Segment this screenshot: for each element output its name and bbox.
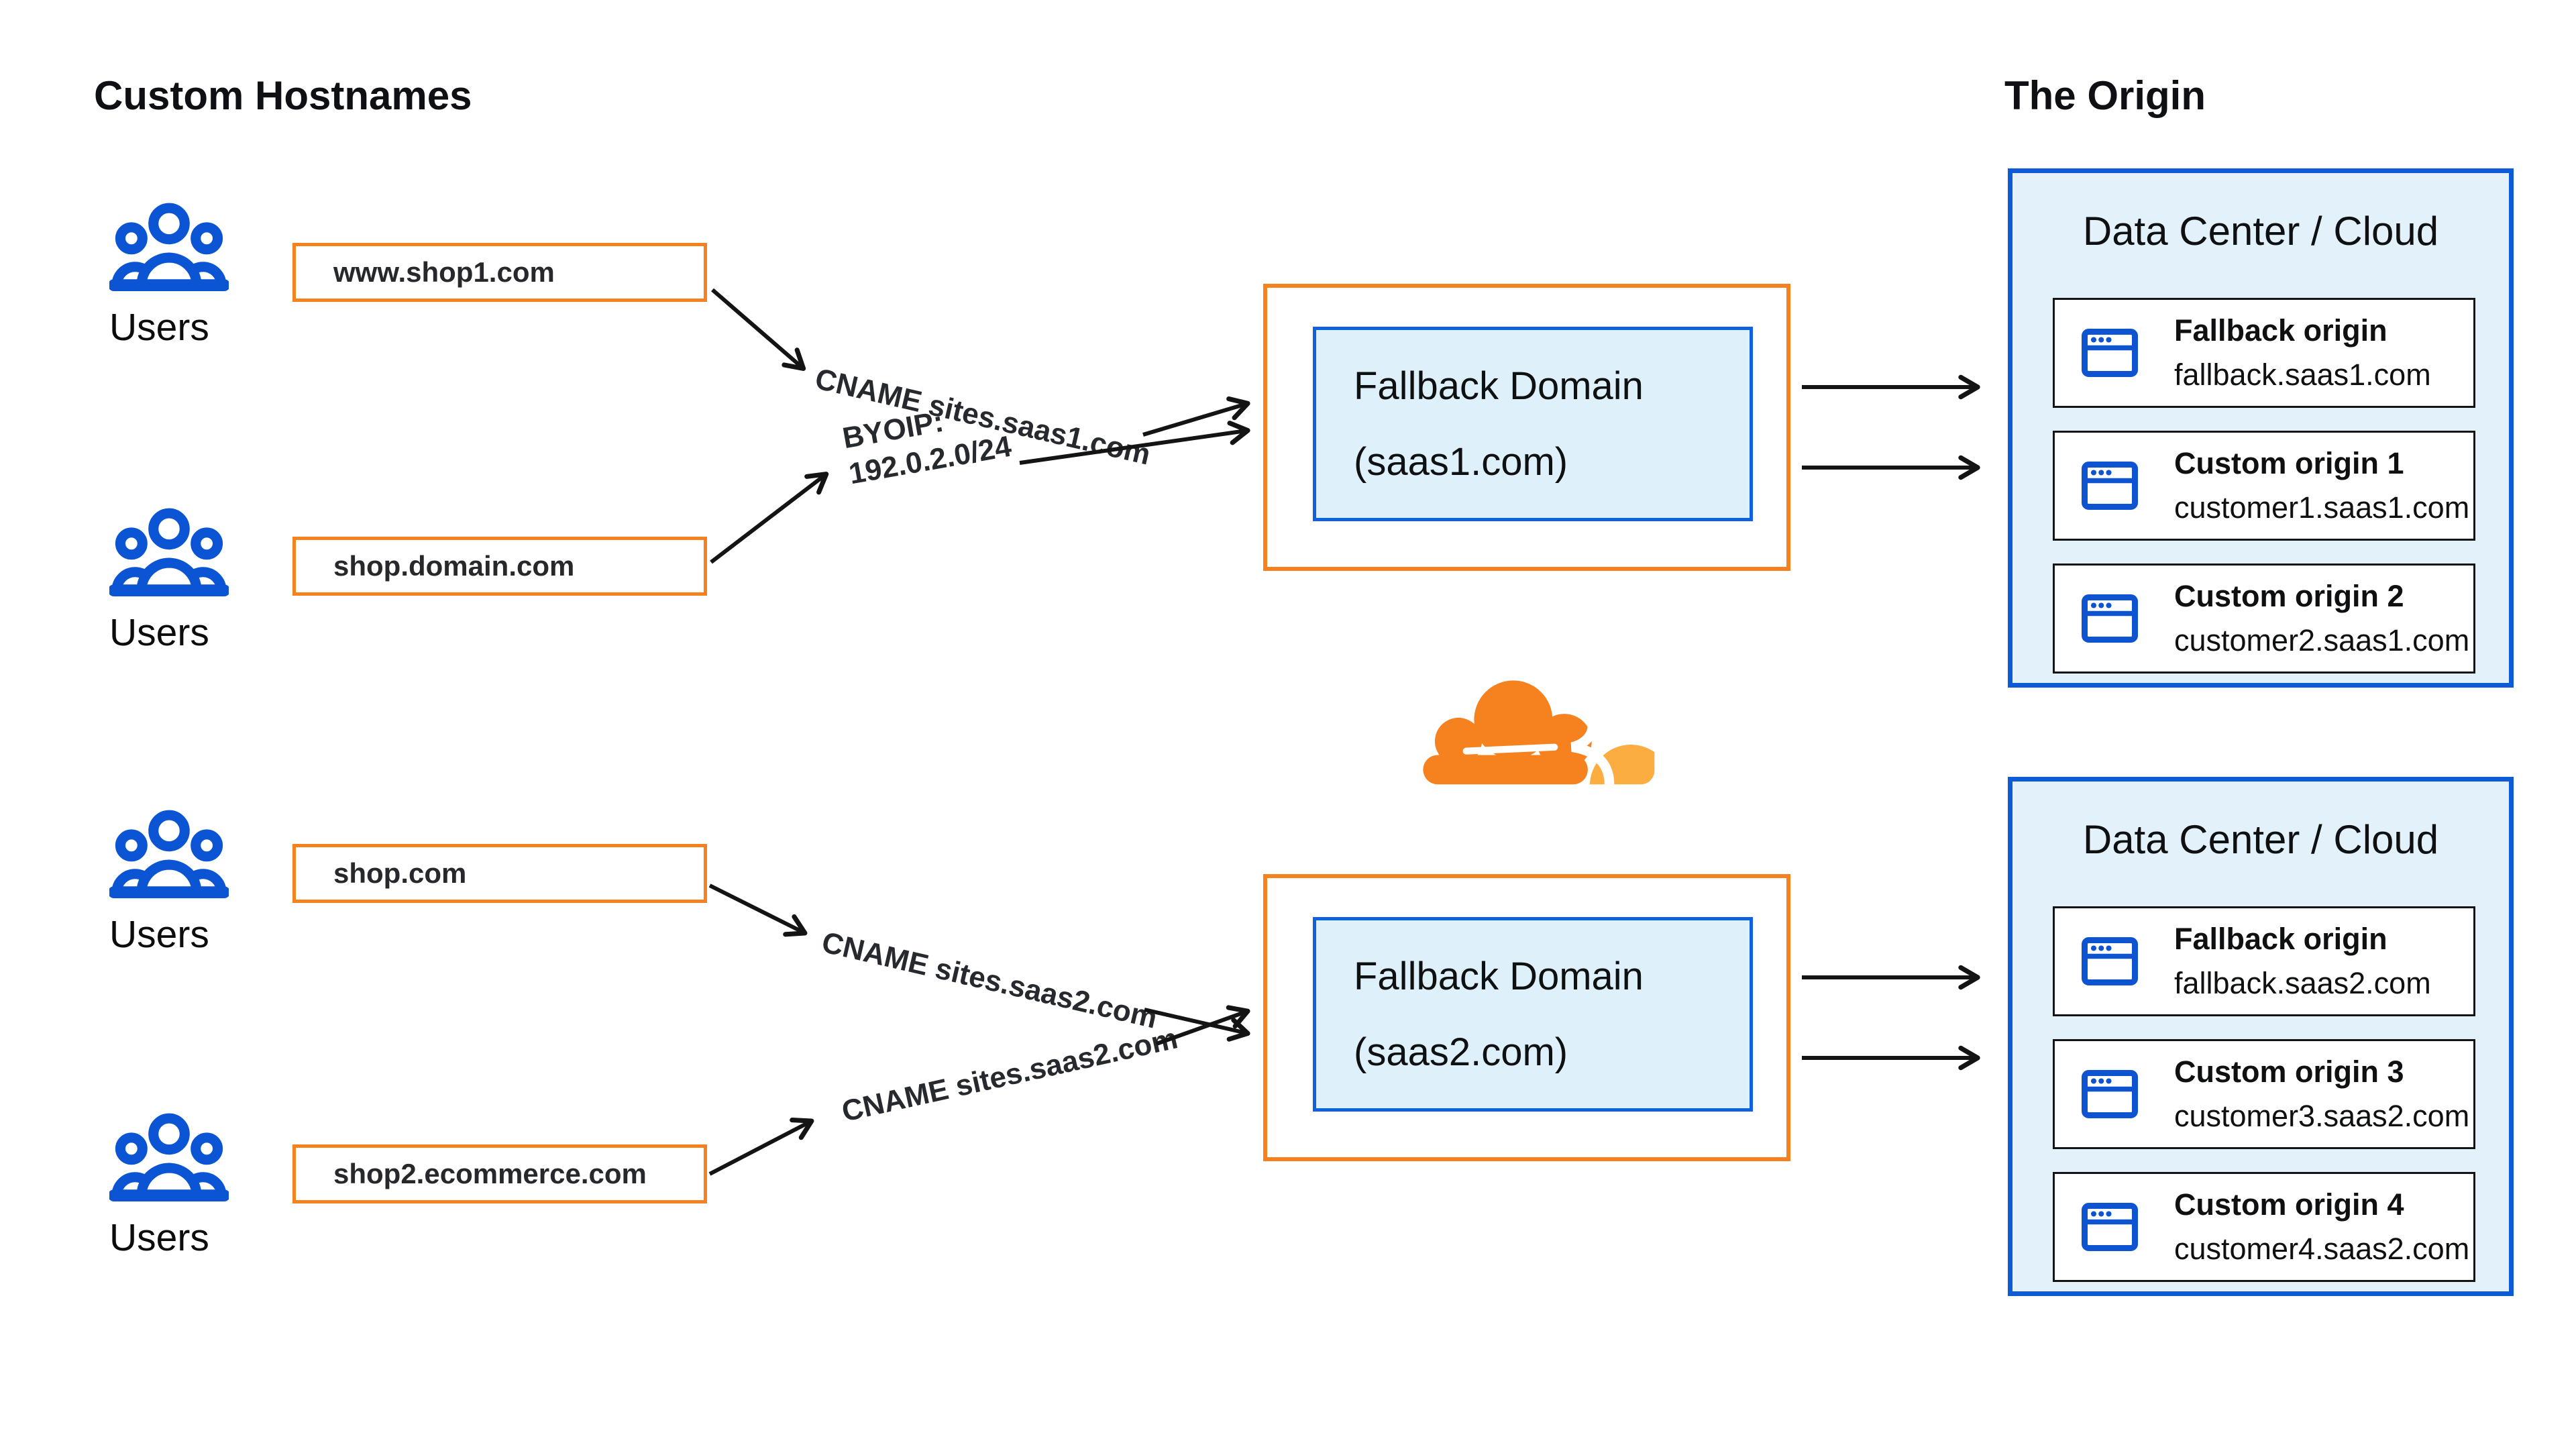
arrow-shop1-to-cname1 — [711, 288, 806, 371]
origin-host: customer3.saas2.com — [2174, 1099, 2470, 1133]
arrow-shopdomain-to-byoip — [710, 472, 829, 564]
users-label: Users — [109, 306, 209, 349]
section-title-custom-hostnames: Custom Hostnames — [94, 73, 472, 118]
origin-card-fallback-saas2: Fallback origin fallback.saas2.com — [2053, 906, 2475, 1016]
origin-name: Fallback origin — [2174, 313, 2387, 347]
origin-text: Custom origin 2 customer2.saas1.com — [2174, 579, 2469, 658]
user-group-3: Users — [109, 804, 257, 957]
origin-host: fallback.saas2.com — [2174, 966, 2431, 1000]
fallback-domain-inner: Fallback Domain (saas1.com) — [1313, 327, 1753, 521]
origin-host: fallback.saas1.com — [2174, 358, 2431, 392]
users-label: Users — [109, 913, 209, 956]
origin-card-custom-2: Custom origin 2 customer2.saas1.com — [2053, 564, 2475, 674]
fallback-domain-box-saas2: Fallback Domain (saas2.com) — [1263, 874, 1790, 1161]
fallback-domain-host: (saas1.com) — [1354, 440, 1568, 484]
browser-window-icon — [2078, 929, 2142, 994]
data-center-2: Data Center / Cloud Fallback origin fall… — [2008, 777, 2514, 1296]
fallback-domain-box-saas1: Fallback Domain (saas1.com) — [1263, 284, 1790, 571]
cname-label-saas2-lower: CNAME sites.saas2.com — [839, 1022, 1181, 1128]
origin-card-fallback-saas1: Fallback origin fallback.saas1.com — [2053, 298, 2475, 408]
origin-text: Custom origin 4 customer4.saas2.com — [2174, 1187, 2469, 1267]
origin-card-custom-4: Custom origin 4 customer4.saas2.com — [2053, 1172, 2475, 1282]
origin-name: Custom origin 3 — [2174, 1055, 2404, 1089]
origin-card-list: Fallback origin fallback.saas2.com Custo… — [2053, 906, 2475, 1282]
fallback-domain-title: Fallback Domain — [1354, 364, 1644, 408]
fallback-domain-inner: Fallback Domain (saas2.com) — [1313, 917, 1753, 1112]
cloudflare-logo — [1423, 680, 1655, 790]
origin-card-custom-1: Custom origin 1 customer1.saas1.com — [2053, 431, 2475, 541]
fallback-domain-title: Fallback Domain — [1354, 955, 1644, 998]
arrow-shop2-to-cname2b — [708, 1118, 814, 1176]
cname-label-saas2-upper: CNAME sites.saas2.com — [818, 925, 1161, 1035]
arrow-cname1-to-fallback1 — [1142, 396, 1250, 437]
arrow-shop-to-cname2a — [708, 883, 808, 937]
origin-text: Fallback origin fallback.saas2.com — [2174, 922, 2431, 1001]
users-icon — [109, 197, 229, 299]
origin-host: customer1.saas1.com — [2174, 490, 2470, 525]
origin-text: Custom origin 1 customer1.saas1.com — [2174, 446, 2469, 525]
browser-window-icon — [2078, 1062, 2142, 1126]
hostname-box-shop2-ecommerce: shop2.ecommerce.com — [292, 1144, 707, 1203]
fallback-domain-host: (saas2.com) — [1354, 1030, 1568, 1074]
hostname-box-shop: shop.com — [292, 844, 707, 903]
origin-text: Fallback origin fallback.saas1.com — [2174, 313, 2431, 392]
origin-name: Fallback origin — [2174, 922, 2387, 956]
origin-name: Custom origin 1 — [2174, 446, 2404, 480]
origin-card-custom-3: Custom origin 3 customer3.saas2.com — [2053, 1039, 2475, 1149]
data-center-title: Data Center / Cloud — [2082, 209, 2439, 254]
users-label: Users — [109, 1216, 209, 1259]
origin-host: customer4.saas2.com — [2174, 1232, 2470, 1266]
users-icon — [109, 1107, 229, 1209]
users-label: Users — [109, 611, 209, 654]
section-title-the-origin: The Origin — [2004, 73, 2206, 118]
browser-window-icon — [2078, 321, 2142, 385]
data-center-1: Data Center / Cloud Fallback origin fall… — [2008, 168, 2514, 688]
hostname-box-www-shop1: www.shop1.com — [292, 243, 707, 302]
browser-window-icon — [2078, 453, 2142, 518]
hostname-box-shop-domain: shop.domain.com — [292, 537, 707, 596]
data-center-title: Data Center / Cloud — [2082, 817, 2439, 862]
origin-name: Custom origin 2 — [2174, 579, 2404, 613]
origin-text: Custom origin 3 customer3.saas2.com — [2174, 1055, 2469, 1134]
origin-name: Custom origin 4 — [2174, 1187, 2404, 1222]
user-group-2: Users — [109, 502, 257, 655]
origin-card-list: Fallback origin fallback.saas1.com Custo… — [2053, 298, 2475, 674]
users-icon — [109, 804, 229, 906]
user-group-4: Users — [109, 1107, 257, 1260]
origin-host: customer2.saas1.com — [2174, 623, 2470, 657]
user-group-1: Users — [109, 197, 257, 350]
browser-window-icon — [2078, 1195, 2142, 1259]
browser-window-icon — [2078, 586, 2142, 651]
users-icon — [109, 502, 229, 604]
